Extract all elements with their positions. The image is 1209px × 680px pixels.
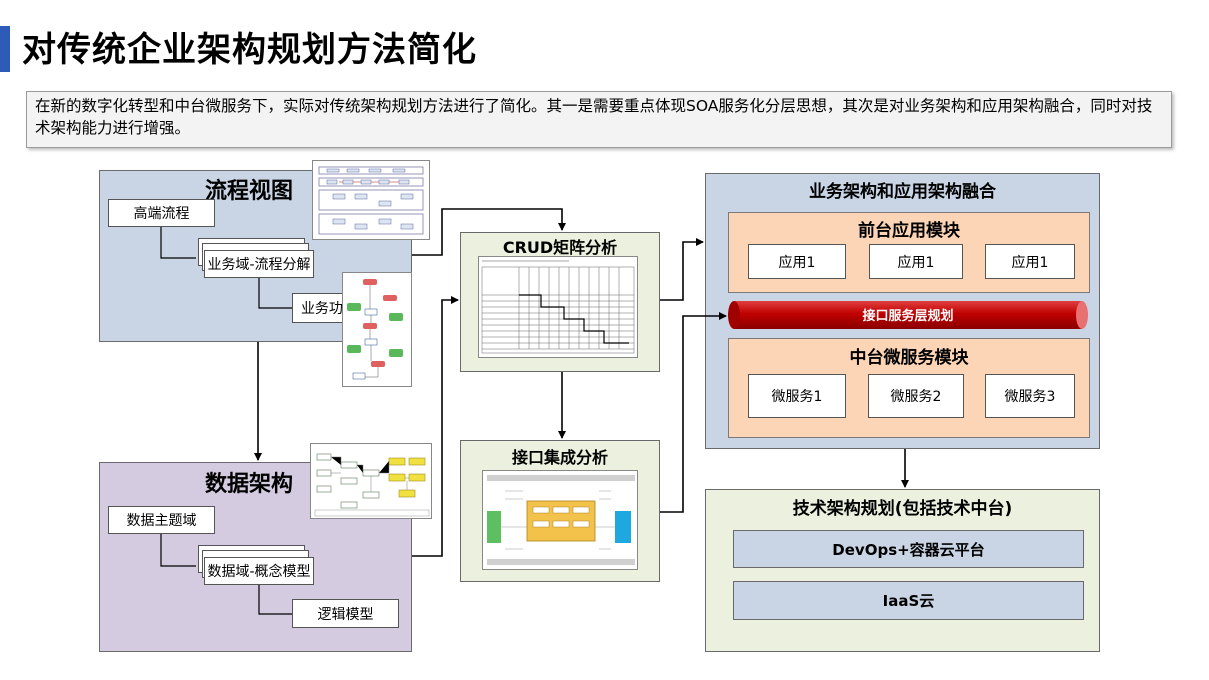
- interface-title: 接口集成分析: [511, 448, 608, 467]
- interface-diagram-thumbnail: [482, 470, 638, 570]
- title-accent-bar: [0, 26, 10, 72]
- tech-arch-title: 技术架构规划(包括技术中台): [792, 499, 1013, 519]
- microservice-1: 微服务1: [748, 374, 846, 418]
- middle-module-title: 中台微服务模块: [849, 348, 969, 368]
- data-arch-title: 数据架构: [205, 472, 294, 497]
- tech-arch-panel: [705, 489, 1100, 652]
- microservice-2: 微服务2: [868, 374, 964, 418]
- flow-diagram-thumbnail: [312, 160, 430, 240]
- biz-app-title: 业务架构和应用架构融合: [809, 182, 996, 202]
- pipe-label: 接口服务层规划: [862, 309, 954, 324]
- front-module-title: 前台应用模块: [858, 221, 960, 241]
- data-level1-box: 数据主题域: [108, 506, 215, 534]
- epc-diagram-thumbnail: [342, 272, 412, 387]
- microservice-3: 微服务3: [985, 374, 1075, 418]
- data-model-thumbnail: [310, 443, 432, 519]
- crud-matrix-thumbnail: [478, 256, 638, 358]
- front-app-2: 应用1: [869, 244, 963, 279]
- flow-level2-box: 业务域-流程分解: [204, 250, 314, 278]
- devops-layer: DevOps+容器云平台: [733, 530, 1084, 568]
- interface-service-pipe: [728, 301, 1088, 329]
- flow-level1-box: 高端流程: [108, 199, 215, 227]
- description-box: 在新的数字化转型和中台微服务下，实际对传统架构规划方法进行了简化。其一是需要重点…: [26, 91, 1172, 148]
- front-app-1: 应用1: [748, 244, 846, 279]
- page-title: 对传统企业架构规划方法简化: [22, 30, 477, 70]
- data-level3-box: 逻辑模型: [292, 599, 399, 628]
- flow-view-title: 流程视图: [205, 179, 294, 204]
- crud-title: CRUD矩阵分析: [502, 238, 618, 257]
- data-level2-box: 数据域-概念模型: [204, 557, 314, 585]
- front-app-3: 应用1: [985, 244, 1075, 279]
- iaas-layer: IaaS云: [733, 581, 1084, 620]
